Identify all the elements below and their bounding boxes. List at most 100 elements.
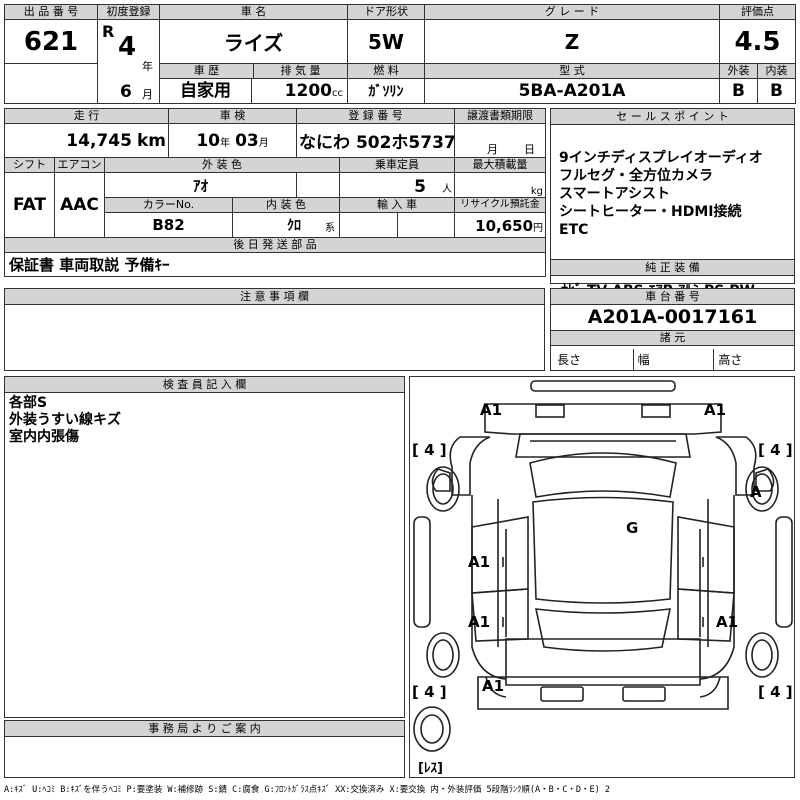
color-no: B82 xyxy=(103,212,234,238)
hist-disp-labels: 車 歴 排 気 量 xyxy=(159,63,348,79)
disp-label: 排 気 量 xyxy=(254,64,347,78)
score: 4.5 xyxy=(719,19,796,64)
lot-no-label: 出 品 番 号 xyxy=(4,4,98,20)
equipment-label: 純 正 装 備 xyxy=(551,259,794,276)
first-reg-cell: R 4 年 6 月 xyxy=(97,19,160,104)
inspector-line: 室内内張傷 xyxy=(9,429,79,445)
ext-color: ｱｵ xyxy=(103,172,298,198)
load-label: 最大積載量 xyxy=(454,157,547,173)
reg-month: 6 xyxy=(120,82,132,102)
transfer-deadline: 月日 xyxy=(454,123,547,158)
lot-empty xyxy=(4,63,98,104)
door-type: 5W xyxy=(347,19,425,64)
model: 5BA-A201A xyxy=(424,78,720,104)
transfer-label: 譲渡書類期限 xyxy=(454,108,547,124)
history: 自家用 xyxy=(161,79,252,103)
car-outline-svg xyxy=(413,380,793,752)
inspection-date: 10年 03月 xyxy=(168,123,298,158)
damage-left-door-front: A1 xyxy=(468,553,491,571)
tire-lr-depth: [ 4 ] xyxy=(412,683,447,701)
mileage: 14,745 km xyxy=(3,123,170,158)
int-label: 内装 xyxy=(757,63,796,79)
tire-rr-depth: [ 4 ] xyxy=(758,683,793,701)
reg-month-unit: 月 xyxy=(142,88,153,101)
car-name: ライズ xyxy=(159,19,348,64)
first-reg-label: 初度登録 xyxy=(97,4,160,20)
spec-label: 諸 元 xyxy=(551,331,794,346)
sales-point-line: 9インチディスプレイオーディオ xyxy=(559,150,763,166)
hist-disp-values: 自家用 1200cc xyxy=(159,78,348,104)
model-label: 型 式 xyxy=(424,63,720,79)
ext-color-label: 外 装 色 xyxy=(103,157,341,173)
sales-point-box: セ ー ル ス ポ イ ン ト 9インチディスプレイオーディオ フルセグ・全方位… xyxy=(550,108,795,299)
spec-row: 長さ 幅 高さ xyxy=(551,346,794,371)
shift: FAT xyxy=(4,172,55,238)
fuel: ｶﾞｿﾘﾝ xyxy=(347,78,425,104)
chassis-box: 車 台 番 号 A201A-0017161 諸 元 長さ 幅 高さ xyxy=(550,288,795,371)
ext-color-extra xyxy=(296,172,341,198)
int-grade: B xyxy=(757,78,796,104)
damage-right-door-rear: A1 xyxy=(716,613,739,631)
later-parts: 保証書 車両取説 予備ｷｰ xyxy=(3,252,547,277)
spec-length: 長さ xyxy=(551,349,634,371)
tire-lf-depth: [ 4 ] xyxy=(412,441,447,459)
capacity-label: 乗車定員 xyxy=(339,157,456,173)
notes-box: 注 意 事 項 欄 xyxy=(4,288,545,371)
mileage-label: 走 行 xyxy=(3,108,170,124)
era: R xyxy=(102,22,115,41)
damage-roof: G xyxy=(626,519,639,537)
spec-height: 高さ xyxy=(718,353,743,367)
damage-front-right: A1 xyxy=(704,401,727,419)
sales-point-line: ETC xyxy=(559,222,589,238)
sales-point-line: フルセグ・全方位カメラ xyxy=(559,168,713,184)
int-color-label: 内 装 色 xyxy=(232,197,341,213)
header-table: 出 品 番 号 初度登録 車 名 ドア形状 グ レ ー ド 評価点 621 R … xyxy=(4,4,796,104)
import-label: 輸 入 車 xyxy=(339,197,456,213)
inspection-label: 車 検 xyxy=(168,108,298,124)
grade-label: グ レ ー ド xyxy=(424,4,720,20)
inspector-box: 検 査 員 記 入 欄 各部S 外装うすい線キズ 室内内張傷 xyxy=(4,376,405,718)
inspector-label: 検 査 員 記 入 欄 xyxy=(5,377,404,393)
sales-point-list: 9インチディスプレイオーディオ フルセグ・全方位カメラ スマートアシスト シート… xyxy=(551,125,794,249)
reg-year: 4 xyxy=(118,32,137,62)
damage-rear-left: A1 xyxy=(482,677,505,695)
inspector-line: 外装うすい線キズ xyxy=(9,412,121,428)
car-name-label: 車 名 xyxy=(159,4,348,20)
chassis-label: 車 台 番 号 xyxy=(551,289,794,305)
lot-number: 621 xyxy=(4,19,98,64)
later-parts-label: 後 日 発 送 部 品 xyxy=(3,237,547,253)
ext-label: 外装 xyxy=(719,63,758,79)
legend: A:ｷｽﾞ U:ﾍｺﾐ B:ｷｽﾞを伴うﾍｺﾐ P:要塗装 W:補修跡 S:錆 … xyxy=(4,785,610,795)
door-label: ドア形状 xyxy=(347,4,425,20)
spare-tire-label: [ﾚｽ] xyxy=(418,761,443,776)
grade: Z xyxy=(424,19,720,64)
fuel-label: 燃 料 xyxy=(347,63,425,79)
details-table: 走 行 車 検 登 録 番 号 譲渡書類期限 14,745 km 10年 03月… xyxy=(3,108,547,277)
shift-label: シフト xyxy=(4,157,55,173)
displacement: 1200cc xyxy=(284,81,343,101)
inspector-line: 各部S xyxy=(9,395,48,411)
score-label: 評価点 xyxy=(719,4,796,20)
damage-front-left: A1 xyxy=(480,401,503,419)
max-load: kg xyxy=(454,172,547,198)
inspector-notes: 各部S 外装うすい線キズ 室内内張傷 xyxy=(5,393,404,448)
damage-left-door-rear: A1 xyxy=(468,613,491,631)
notes-label: 注 意 事 項 欄 xyxy=(5,289,544,305)
office-box: 事 務 局 よ り ご 案 内 xyxy=(4,720,405,778)
history-label: 車 歴 xyxy=(160,64,254,78)
ac: AAC xyxy=(54,172,105,238)
sales-point-line: シートヒーター・HDMI接続 xyxy=(559,204,742,220)
plate-label: 登 録 番 号 xyxy=(296,108,456,124)
recycle-fee: 10,650円 xyxy=(454,212,547,238)
spec-width: 幅 xyxy=(634,349,715,371)
office-label: 事 務 局 よ り ご 案 内 xyxy=(5,721,404,737)
damage-right-fender: A xyxy=(750,483,762,501)
reg-year-unit: 年 xyxy=(142,60,153,73)
import-car xyxy=(339,212,456,238)
ext-grade: B xyxy=(719,78,758,104)
sales-point-line: スマートアシスト xyxy=(559,186,671,202)
plate-number: なにわ 502ホ5737 xyxy=(296,123,456,158)
tire-rf-depth: [ 4 ] xyxy=(758,441,793,459)
color-no-label: カラーNo. xyxy=(103,197,234,213)
capacity: 5 人 xyxy=(339,172,456,198)
